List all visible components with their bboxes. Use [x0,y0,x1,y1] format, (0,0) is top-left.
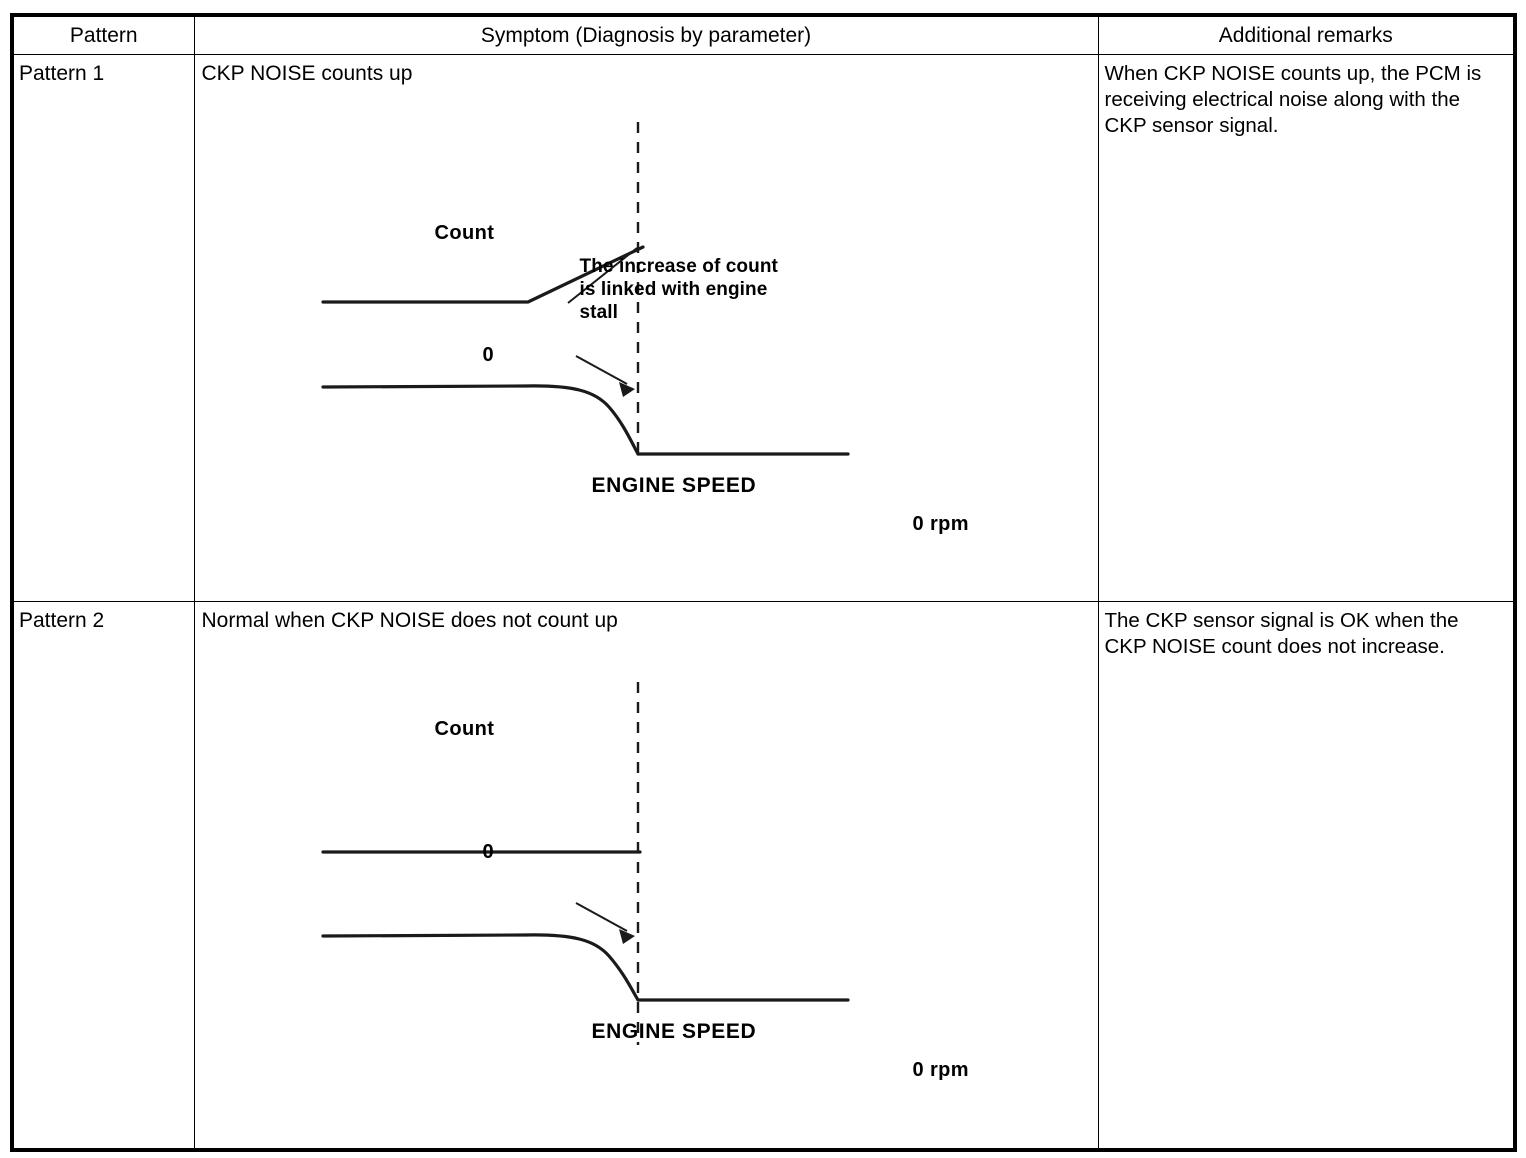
count-annotation-leader-line [566,247,638,304]
pattern-1-engine-speed-label: ENGINE SPEED [591,474,757,497]
pattern-2-zero-label: 0 [482,841,494,863]
symptom-1-title: CKP NOISE counts up [201,62,413,85]
pattern-1-diagram: Count 0 The increase of count is linked … [195,55,1099,601]
column-header-pattern: Pattern [10,13,195,55]
pattern-1-count-annotation: The increase of count is linked with eng… [579,256,778,323]
symptom-2-title: Normal when CKP NOISE does not count up [201,609,618,632]
engine-speed-leader-line [575,902,627,932]
remarks-2-text: The CKP sensor signal is OK when the CKP… [1104,609,1459,658]
pattern-1-count-axis-label: Count [434,222,495,244]
column-header-symptom-label: Symptom (Diagnosis by parameter) [480,24,812,47]
pattern-2-engine-speed-label: ENGINE SPEED [591,1020,757,1043]
table-row: Pattern 1 CKP NOISE counts up [10,54,1517,602]
cell-remarks-1: When CKP NOISE counts up, the PCM is rec… [1097,54,1517,602]
pattern-2-diagram: Count 0 ENGINE SPEED 0 rpm [195,602,1099,1148]
cell-symptom-2: Normal when CKP NOISE does not count up [193,601,1099,1152]
engine-speed-curve [320,384,640,456]
pattern-2-zero-rpm-label: 0 rpm [912,1059,969,1081]
pattern-2-chart-svg [320,682,850,1045]
pattern-2-label: Pattern 2 [19,609,105,632]
engine-speed-arrowhead-icon [618,382,635,397]
pattern-1-zero-rpm-label: 0 rpm [912,513,969,535]
pattern-1-label: Pattern 1 [19,62,105,85]
diagnostic-pattern-table: Pattern Symptom (Diagnosis by parameter)… [10,13,1517,1152]
column-header-symptom: Symptom (Diagnosis by parameter) [193,13,1099,55]
cell-symptom-1: CKP NOISE counts up [193,54,1099,602]
column-header-pattern-label: Pattern [69,24,138,47]
ckp-noise-count-curve [320,245,645,304]
table-row: Pattern 2 Normal when CKP NOISE does not… [10,601,1517,1152]
cell-remarks-2: The CKP sensor signal is OK when the CKP… [1097,601,1517,1152]
pattern-2-count-axis-label: Count [434,718,495,740]
cell-pattern-1: Pattern 1 [10,54,195,602]
cell-pattern-2: Pattern 2 [10,601,195,1152]
table-header-row: Pattern Symptom (Diagnosis by parameter)… [10,13,1517,55]
remarks-1-text: When CKP NOISE counts up, the PCM is rec… [1104,62,1482,137]
engine-speed-leader-line [575,355,627,385]
engine-speed-curve [320,933,640,1002]
pattern-1-chart-svg [320,122,850,456]
pattern-1-zero-label: 0 [482,344,494,366]
column-header-remarks-label: Additional remarks [1218,24,1393,47]
engine-speed-arrowhead-icon [618,929,635,944]
column-header-remarks: Additional remarks [1097,13,1517,55]
